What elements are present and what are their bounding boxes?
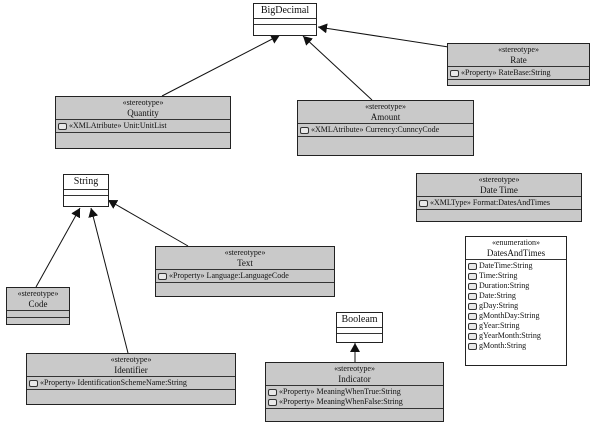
class-name: Code — [28, 299, 48, 309]
class-amount[interactable]: «stereotype» Amount «XMLAtribute» Curren… — [297, 100, 474, 156]
enum-literal: gYear:String — [479, 321, 520, 330]
attribute: «Property» MeaningWhenTrue:String — [279, 387, 401, 396]
stereotype-label: «stereotype» — [365, 102, 406, 111]
property-icon — [29, 379, 38, 387]
class-date-time[interactable]: «stereotype» Date Time «XMLType» Format:… — [416, 173, 582, 222]
stereotype-label: «stereotype» — [334, 364, 375, 373]
link-text-string — [107, 199, 189, 247]
class-name: BigDecimal — [254, 4, 316, 19]
link-rate-bigdecimal — [317, 23, 456, 49]
property-icon — [450, 69, 459, 77]
class-rate[interactable]: «stereotype» Rate «Property» RateBase:St… — [447, 43, 590, 86]
class-name: Text — [237, 258, 253, 268]
class-indicator[interactable]: «stereotype» Indicator «Property» Meanin… — [265, 362, 444, 422]
class-bigdecimal[interactable]: BigDecimal — [253, 3, 317, 36]
literal-icon — [468, 312, 477, 320]
property-icon — [268, 388, 277, 396]
property-icon — [158, 272, 167, 280]
class-name: DatesAndTimes — [486, 248, 546, 258]
class-name: Date Time — [480, 185, 518, 195]
literal-icon — [468, 322, 477, 330]
literal-icon — [468, 342, 477, 350]
class-string[interactable]: String — [63, 174, 109, 207]
property-icon — [268, 398, 277, 406]
class-name: Rate — [510, 55, 527, 65]
stereotype-label: «enumeration» — [492, 238, 540, 247]
stereotype-label: «stereotype» — [478, 175, 520, 184]
attribute: «XMLType» Format:DatesAndTimes — [430, 198, 550, 207]
attribute: «Property» RateBase:String — [461, 68, 551, 77]
class-identifier[interactable]: «stereotype» Identifier «Property» Ident… — [26, 353, 236, 405]
link-identifier-string — [88, 207, 129, 354]
class-name: String — [64, 175, 108, 190]
enum-literal: gMonth:String — [479, 341, 527, 350]
class-code[interactable]: «stereotype» Code — [6, 287, 70, 325]
class-text[interactable]: «stereotype» Text «Property» Language:La… — [155, 246, 335, 297]
stereotype-label: «stereotype» — [122, 98, 164, 107]
link-code-string — [35, 207, 81, 288]
property-icon — [58, 122, 67, 130]
stereotype-label: «stereotype» — [17, 289, 59, 298]
literal-icon — [468, 292, 477, 300]
property-icon — [300, 126, 309, 134]
attribute: «XMLAtribute» Currency:CunncyCode — [311, 125, 440, 134]
literal-icon — [468, 262, 477, 270]
enum-dates-and-times[interactable]: «enumeration» DatesAndTimes DateTime:Str… — [465, 236, 567, 366]
class-quantity[interactable]: «stereotype» Quantity «XMLAtribute» Unit… — [55, 96, 231, 149]
enum-literal: Date:String — [479, 291, 516, 300]
stereotype-label: «stereotype» — [498, 45, 539, 54]
class-name: Indicator — [338, 374, 371, 384]
stereotype-label: «stereotype» — [110, 355, 152, 364]
literal-icon — [468, 332, 477, 340]
attribute: «Property» Language:LanguageCode — [169, 271, 289, 280]
attribute: «Property» IdentificationSchemeName:Stri… — [40, 378, 187, 387]
link-amount-bigdecimal — [302, 35, 373, 101]
class-boolean[interactable]: Booleam — [336, 312, 383, 343]
enum-literal: DateTime:String — [479, 261, 533, 270]
link-quantity-bigdecimal — [161, 34, 281, 97]
attribute: «XMLAtribute» Unit:UnitList — [69, 121, 167, 130]
literal-icon — [468, 282, 477, 290]
class-name: Amount — [370, 112, 401, 122]
stereotype-label: «stereotype» — [224, 248, 266, 257]
property-icon — [419, 199, 428, 207]
literal-icon — [468, 302, 477, 310]
enum-literal: gMonthDay:String — [479, 311, 540, 320]
class-name: Booleam — [337, 313, 382, 328]
attribute: «Property» MeaningWhenFalse:String — [279, 397, 403, 406]
enum-literal: Duration:String — [479, 281, 530, 290]
class-name: Quantity — [127, 108, 159, 118]
class-name: Identifier — [114, 365, 148, 375]
enum-literal: gDay:String — [479, 301, 519, 310]
enum-literals: DateTime:String Time:String Duration:Str… — [466, 260, 566, 352]
enum-literal: gYearMonth:String — [479, 331, 541, 340]
literal-icon — [468, 272, 477, 280]
enum-literal: Time:String — [479, 271, 518, 280]
